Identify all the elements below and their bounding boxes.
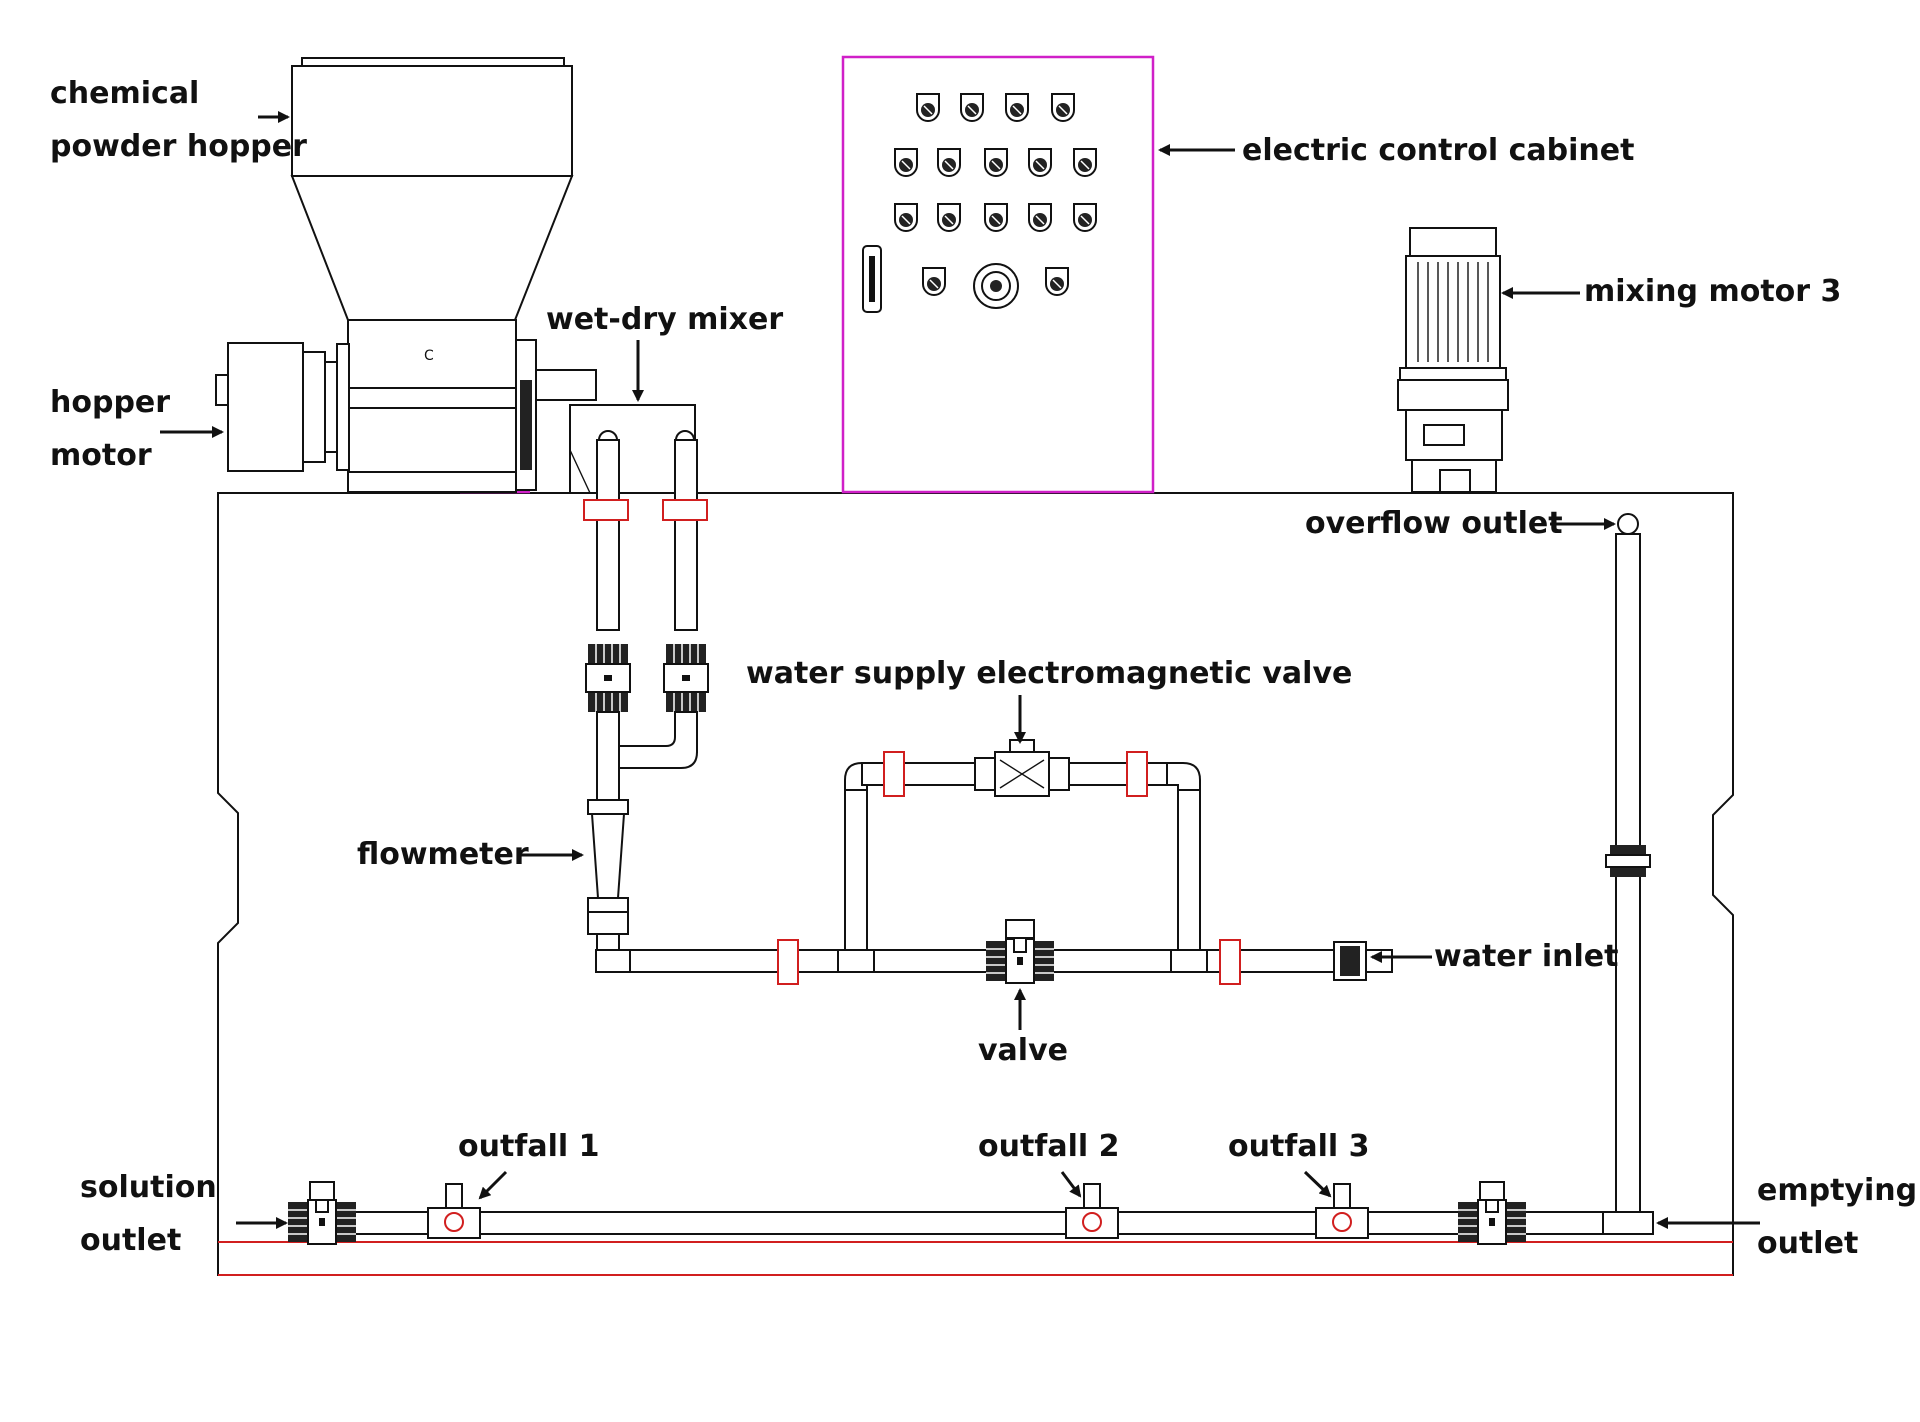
mixing-motor [1397,227,1509,493]
solenoid-valve-label: water supply electromagnetic valve [746,656,1352,691]
hopper-label-line1: chemical [50,76,199,111]
wet-dry-mixer-label: wet-dry mixer [546,302,783,337]
hopper-label-line2: powder hopper [50,129,307,164]
valve-label: valve [978,1033,1068,1068]
hopper-motor-label-line2: motor [50,438,152,473]
overflow-pipe [1602,513,1654,1235]
bottom-outlet-pipe [287,1181,1604,1245]
overflow-outlet-label: overflow outlet [1305,506,1563,541]
svg-text:C: C [424,348,434,364]
solution-outlet-label-line2: outlet [80,1223,181,1258]
mixing-motor-label: mixing motor 3 [1584,274,1841,309]
flowmeter [587,799,629,953]
outfall-1-label: outfall 1 [458,1129,600,1164]
hopper-motor-label-line1: hopper [50,385,170,420]
outfall-3-label: outfall 3 [1228,1129,1370,1164]
mixer-feed-pipes [583,439,709,803]
emptying-outlet-label-line2: outlet [1757,1226,1858,1261]
emptying-outlet-label-line1: emptying [1757,1173,1917,1208]
hopper-motor [215,342,350,472]
solution-outlet-label-line1: solution [80,1170,217,1205]
callout-arrows [160,111,1760,1229]
flowmeter-label: flowmeter [357,837,529,872]
tank-body [217,492,1734,1276]
electric-control-cabinet [841,55,1155,494]
main-water-pipe [595,919,1393,985]
control-cabinet-label: electric control cabinet [1242,133,1634,168]
outfall-2-label: outfall 2 [978,1129,1120,1164]
water-inlet-label: water inlet [1434,939,1619,974]
chemical-powder-hopper: C [290,57,597,493]
